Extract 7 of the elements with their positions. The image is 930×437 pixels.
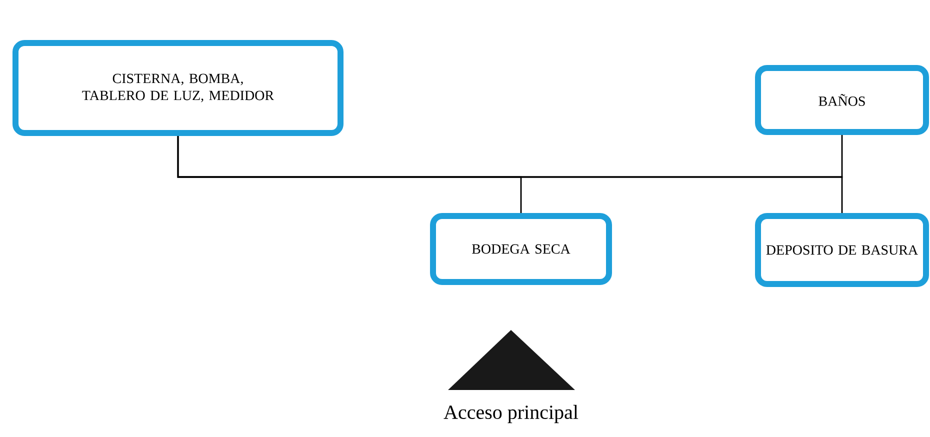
- room-box: BAÑOS: [755, 65, 929, 135]
- room-box: CISTERNA, BOMBA, TABLERO DE LUZ, MEDIDOR: [12, 40, 344, 136]
- room-box: DEPOSITO DE BASURA: [755, 213, 929, 287]
- connector-line: [177, 136, 843, 213]
- room-box: BODEGA SECA: [430, 213, 612, 285]
- entrance-label: Acceso principal: [444, 404, 578, 424]
- entrance-triangle: [448, 330, 575, 390]
